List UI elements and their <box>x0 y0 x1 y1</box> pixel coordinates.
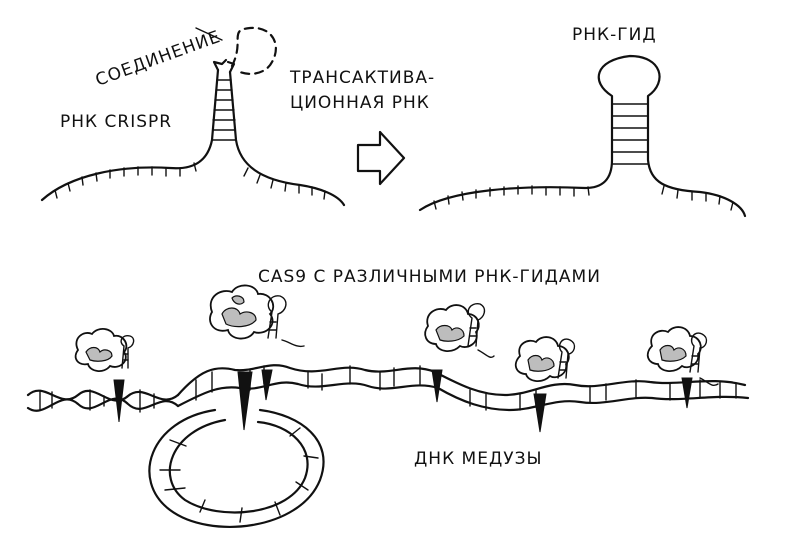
crispr-rna-drawing <box>40 26 346 207</box>
cas9-protein <box>646 326 719 387</box>
crispr-rna-label: РНК CRISPR <box>60 112 172 132</box>
dna-helix <box>26 364 750 528</box>
guide-rna-label: РНК-ГИД <box>572 25 657 45</box>
cas9-title: CAS9 С РАЗЛИЧНЫМИ РНК-ГИДАМИ <box>258 267 601 287</box>
cas9-protein <box>424 303 495 359</box>
guide-rna-drawing <box>418 54 747 218</box>
cas9-protein <box>209 284 305 348</box>
tracr-rna-label-line1: ТРАНСАКТИВА- <box>289 68 435 88</box>
jellyfish-dna-label: ДНК МЕДУЗЫ <box>414 449 543 469</box>
right-arrow-icon <box>356 130 406 186</box>
cut-sites <box>113 369 693 433</box>
join-label: СОЕДИНЕНИЕ <box>93 27 224 91</box>
cas9-protein <box>74 328 135 372</box>
tracr-rna-label-line2: ЦИОННАЯ РНК <box>290 93 430 113</box>
cas9-protein <box>514 336 576 382</box>
